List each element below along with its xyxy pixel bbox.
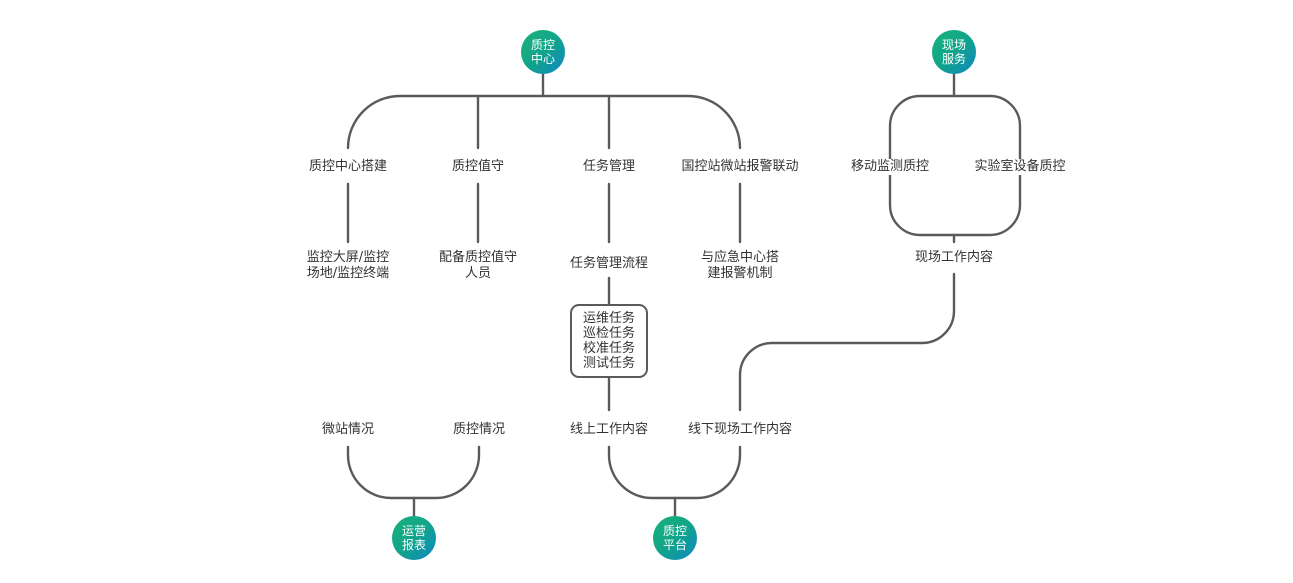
field-to-offline-curve	[738, 272, 956, 412]
task-type: 运维任务	[582, 311, 635, 326]
hub-field-service: 现场 服务	[932, 30, 976, 74]
label-task-flow: 任务管理流程	[569, 256, 649, 271]
task-type: 校准任务	[582, 341, 635, 356]
qc-platform-bracket	[607, 445, 742, 500]
label-qc-status: 质控情况	[452, 422, 506, 437]
task-type: 测试任务	[582, 356, 635, 371]
label-offline-field-work: 线下现场工作内容	[687, 422, 793, 437]
qc-center-bracket	[346, 94, 742, 150]
label-qc-duty: 质控值守	[451, 159, 505, 174]
label-mobile-monitoring-qc: 移动监测质控	[846, 159, 934, 175]
task-type: 巡检任务	[582, 326, 635, 341]
ops-report-bracket	[346, 445, 481, 500]
label-lab-equipment-qc: 实验室设备质控	[970, 159, 1070, 175]
hub-qc-platform: 质控 平台	[653, 516, 697, 560]
hub-ops-report: 运营 报表	[392, 516, 436, 560]
label-micro-station-status: 微站情况	[321, 422, 375, 437]
label-alarm-linkage: 国控站微站报警联动	[681, 159, 799, 174]
label-duty-staff: 配备质控值守 人员	[438, 250, 518, 281]
label-qc-center-build: 质控中心搭建	[308, 159, 388, 174]
hub-qc-center: 质控 中心	[521, 30, 565, 74]
label-field-work: 现场工作内容	[914, 250, 994, 265]
label-online-work: 线上工作内容	[569, 422, 649, 437]
label-screen-site: 监控大屏/监控 场地/监控终端	[306, 250, 390, 281]
label-emergency-mechanism: 与应急中心搭 建报警机制	[700, 250, 780, 281]
task-types-box: 运维任务 巡检任务 校准任务 测试任务	[570, 304, 648, 378]
label-task-mgmt: 任务管理	[582, 159, 636, 174]
